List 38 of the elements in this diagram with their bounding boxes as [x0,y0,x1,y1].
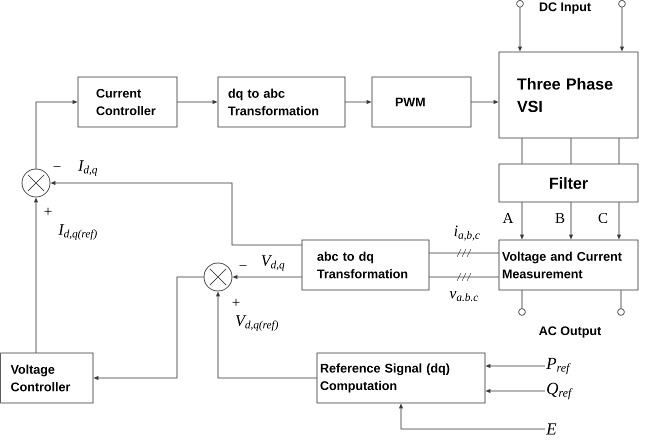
sign-label: − [54,166,60,168]
signal-label: E [546,423,556,435]
edge-label: i$_{a,b,c}$ [452,224,482,242]
edge-label: I$_{d,q(ref)}$ [57,223,99,241]
summing-junction [204,262,232,292]
edge-label: V$_{d,q(ref)}$ [234,314,280,332]
process-box: dq to abc Transformation [218,76,346,128]
edge-label: C [597,212,609,224]
edge-label: B [554,212,566,224]
connector-line [429,252,499,254]
port-label: AC Output [539,326,602,338]
port-label: DC Input [540,2,591,14]
process-box: Three Phase VSI [498,52,638,138]
process-box: abc to dq Transformation [302,240,430,290]
edge-label: V$_{d,q}$ [260,254,286,272]
terminal [518,308,526,316]
process-box: Voltage and Current Measurement [498,240,638,290]
sign-label: + [232,298,240,306]
process-box: Voltage Controller [0,352,94,404]
connector-line [429,276,499,278]
terminal [618,0,626,8]
edge-label: I$_{d,q}$ [77,159,99,177]
edge-label: v$_{a.b.c}$ [448,290,480,302]
process-box: PWM [372,76,472,128]
process-box: Reference Signal (dq) Computation [316,352,486,404]
summing-junction [22,168,50,198]
terminal [516,0,524,8]
edge-label: A [502,212,514,224]
process-box: Current Controller [78,76,178,128]
process-box: Filter [498,164,638,202]
signal-label: Q$_{ref}$ [547,382,573,400]
connector-line [570,138,572,164]
terminal [617,308,625,316]
connector-line [618,138,620,164]
sign-label: + [44,208,52,215]
connector-line [620,290,622,309]
signal-label: P$_{ref}$ [546,358,571,374]
sign-label: − [240,265,246,266]
